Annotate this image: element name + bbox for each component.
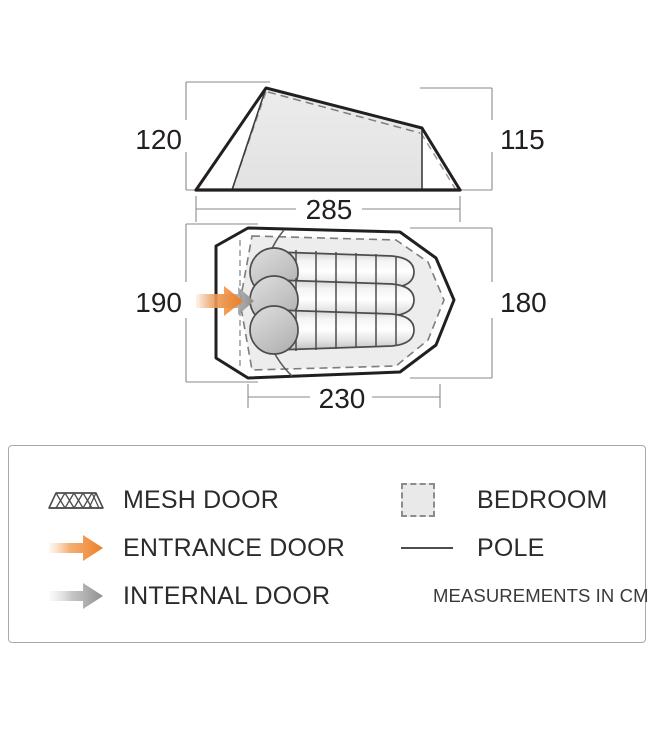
legend-item-mesh-door: MESH DOOR <box>9 483 381 517</box>
legend-item-internal-door: INTERNAL DOOR <box>9 579 381 613</box>
entrance-door-arrow-plan <box>196 286 243 316</box>
legend-item-pole: POLE <box>381 531 649 565</box>
dimension-label-230: 230 <box>319 383 366 414</box>
diagram-area: 120 115 <box>135 81 547 414</box>
legend-panel: MESH DOOR BEDROOM <box>8 445 648 643</box>
legend-label-entrance-door: ENTRANCE DOOR <box>123 533 346 562</box>
dimension-label-120: 120 <box>135 124 182 155</box>
legend-item-measurements: MEASUREMENTS IN CM <box>381 585 649 607</box>
orange-arrow-icon <box>47 531 109 565</box>
dimension-label-285: 285 <box>306 194 353 225</box>
legend-label-mesh-door: MESH DOOR <box>123 485 279 514</box>
legend-grid: MESH DOOR BEDROOM <box>9 446 648 642</box>
floor-plan-group: 190 180 <box>135 223 547 414</box>
dimension-label-190: 190 <box>135 287 182 318</box>
measurements-spacer <box>401 596 419 597</box>
dimension-115 <box>420 87 493 191</box>
tent-side-fly-fill <box>196 88 460 190</box>
pole-line-side-left <box>231 87 267 191</box>
side-elevation-group: 120 115 <box>135 81 545 225</box>
mesh-door-icon <box>47 483 109 517</box>
dimension-180 <box>410 227 493 379</box>
berth-3 <box>249 305 415 355</box>
berth-3-segments <box>295 308 397 351</box>
pole-line-icon <box>401 531 463 565</box>
gray-arrow-icon <box>47 579 109 613</box>
legend-label-pole: POLE <box>477 533 545 562</box>
legend-label-internal-door: INTERNAL DOOR <box>123 581 331 610</box>
bedroom-dashed-outline <box>239 235 445 371</box>
legend-label-bedroom: BEDROOM <box>477 485 608 514</box>
dimension-190 <box>185 223 258 383</box>
dimension-label-115: 115 <box>500 124 545 155</box>
bedroom-dashed-ridge <box>267 91 421 134</box>
berth-3-pillow <box>249 305 299 355</box>
dimension-230 <box>247 384 441 408</box>
legend-item-bedroom: BEDROOM <box>381 483 649 517</box>
dimension-285 <box>195 196 461 222</box>
bedroom-swatch-icon <box>401 483 463 517</box>
legend-item-entrance-door: ENTRANCE DOOR <box>9 531 381 565</box>
dimension-label-180: 180 <box>500 287 547 318</box>
legend-label-measurements: MEASUREMENTS IN CM <box>433 585 649 606</box>
tent-diagram-svg: 120 115 <box>135 81 547 414</box>
